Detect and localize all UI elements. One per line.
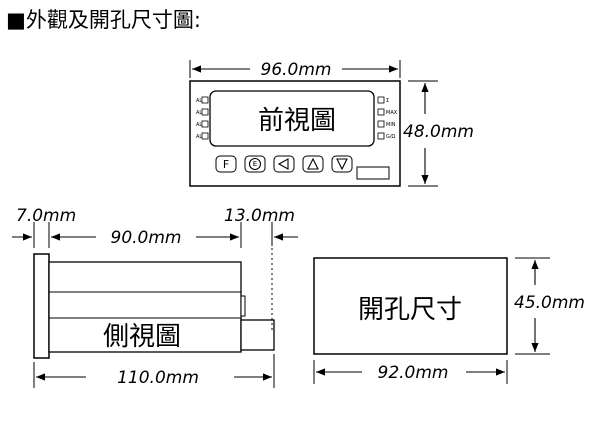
led-label-sum: Σ	[386, 98, 389, 104]
side-view-label: 側視圖	[103, 322, 181, 352]
led-label-al2: AL2	[196, 110, 205, 116]
front-height-dimension: 48.0mm	[403, 122, 474, 142]
side-front-dimension: 7.0mm	[16, 206, 76, 226]
arrow-up-icon	[307, 157, 319, 170]
front-view-label: 前視圖	[258, 106, 336, 136]
cutout-label: 開孔尺寸	[358, 295, 462, 325]
led-indicator-al3	[201, 120, 209, 128]
front-button-left	[273, 155, 295, 173]
front-display-window	[209, 90, 375, 147]
led-label-al1: AL1	[196, 98, 205, 104]
front-width-dimension: 96.0mm	[261, 60, 332, 80]
section-title: ■外觀及開孔尺寸圖:	[6, 8, 201, 32]
front-button-f-label: F	[223, 158, 229, 171]
led-indicator-al2	[201, 108, 209, 116]
cutout-width-dimension: 92.0mm	[378, 363, 449, 383]
led-indicator-min	[377, 120, 385, 128]
led-label-go: G/Ω	[386, 134, 396, 140]
led-label-max: MAX	[386, 110, 398, 116]
led-label-al3: AL3	[196, 122, 205, 128]
enter-circle-icon	[248, 157, 262, 171]
side-rear-dimension: 13.0mm	[224, 206, 295, 226]
side-body	[48, 261, 242, 353]
led-label-min: MIN	[386, 122, 396, 128]
led-indicator-al4	[201, 132, 209, 140]
cutout-outline	[313, 257, 508, 355]
side-view: 側視圖 7.0mm 90.0mm 13.0mm 110.0mm	[12, 206, 298, 388]
led-indicator-go	[377, 132, 385, 140]
front-button-enter-label: E	[253, 160, 257, 168]
side-terminal-block	[240, 319, 275, 351]
cutout-height-dimension: 45.0mm	[514, 293, 585, 313]
front-button-f	[215, 155, 237, 173]
arrow-down-icon	[336, 158, 348, 171]
side-body-dimension: 90.0mm	[111, 228, 182, 248]
front-view: 前視圖 AL1 AL2 AL3 AL4 Σ MAX MIN G/Ω F E	[189, 60, 474, 187]
led-indicator-max	[377, 108, 385, 116]
front-button-enter	[244, 155, 266, 173]
side-clip	[240, 295, 246, 317]
led-indicator-sum	[377, 96, 385, 104]
led-label-al4: AL4	[196, 134, 205, 140]
arrow-left-icon	[277, 158, 289, 170]
side-front-bezel	[33, 253, 50, 359]
front-indicator-slot	[356, 166, 390, 180]
side-total-dimension: 110.0mm	[117, 368, 199, 388]
cutout-view: 開孔尺寸 45.0mm 92.0mm	[313, 257, 585, 384]
led-indicator-al1	[201, 96, 209, 104]
